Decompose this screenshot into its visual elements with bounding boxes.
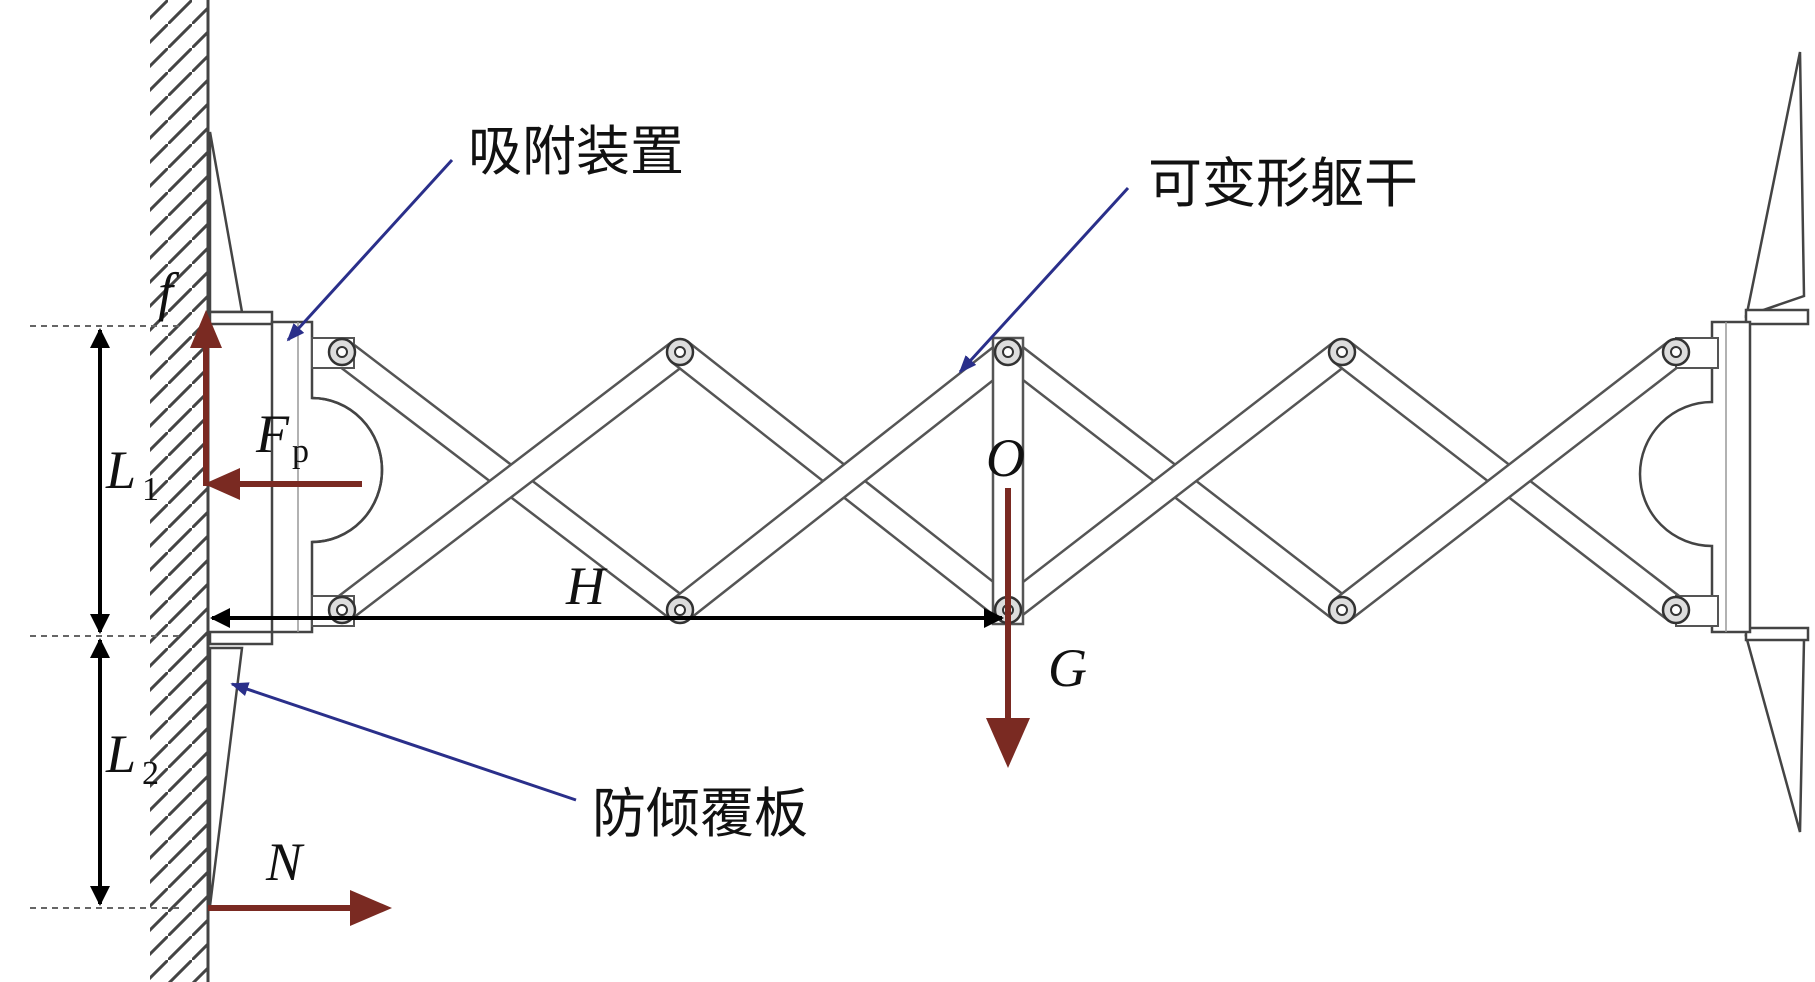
reference-lines xyxy=(30,325,180,909)
pin-joint-9 xyxy=(1661,337,1691,367)
pin-joint-5 xyxy=(993,337,1023,367)
symbol-pressure-sub: p xyxy=(292,433,309,470)
right-suction-body xyxy=(1638,320,1752,634)
right-plate-upper xyxy=(1744,51,1806,319)
leader-adsorption-device xyxy=(286,158,454,342)
symbol-length1-sub: 1 xyxy=(142,471,159,508)
friction-force-head xyxy=(190,310,222,348)
right-plate-base-upper xyxy=(1744,308,1810,326)
label-adsorption-device: 吸附装置 xyxy=(468,120,684,183)
left-adsorption-device xyxy=(270,320,384,634)
leader-anti-tilt-plate xyxy=(230,682,577,802)
left-plate-lower xyxy=(208,646,244,907)
symbol-length2-sub: 2 xyxy=(142,755,159,792)
symbol-normal-n: N xyxy=(265,832,305,892)
gravity-force-head xyxy=(986,718,1030,768)
right-adsorption-device xyxy=(1638,51,1810,833)
symbol-length2: L xyxy=(105,724,136,784)
label-deformable-trunk: 可变形躯干 xyxy=(1148,152,1418,215)
symbol-centroid-o: O xyxy=(986,428,1025,488)
symbol-length1: L xyxy=(105,440,136,500)
pin-joint-10 xyxy=(1661,595,1691,625)
pin-joint-1 xyxy=(327,337,357,367)
leader-deformable-trunk xyxy=(958,186,1130,374)
pin-joint-3 xyxy=(665,337,695,367)
label-anti-tilt-plate: 防倾覆板 xyxy=(592,782,808,845)
wall xyxy=(150,0,210,982)
pin-joint-8 xyxy=(1327,595,1357,625)
dimension-arrows xyxy=(90,328,1004,906)
left-suction-cup-arc xyxy=(311,396,384,544)
symbol-gravity-g: G xyxy=(1048,638,1087,698)
right-plate-base-lower xyxy=(1744,626,1810,642)
wall-hatching xyxy=(150,0,208,982)
pressure-force-head xyxy=(204,468,240,500)
normal-force-head xyxy=(350,890,392,926)
leader-lines xyxy=(230,158,1130,802)
left-plate-upper xyxy=(208,131,244,314)
pin-joint-7 xyxy=(1327,337,1357,367)
symbol-pressure-force: F xyxy=(255,404,290,464)
left-plate-base-upper xyxy=(208,310,274,326)
left-plate-base-lower xyxy=(208,630,274,646)
left-anti-tilt-plates xyxy=(208,131,274,907)
force-arrows xyxy=(190,310,1030,926)
right-plate-lower xyxy=(1744,634,1806,833)
symbol-distance-h: H xyxy=(565,556,608,616)
